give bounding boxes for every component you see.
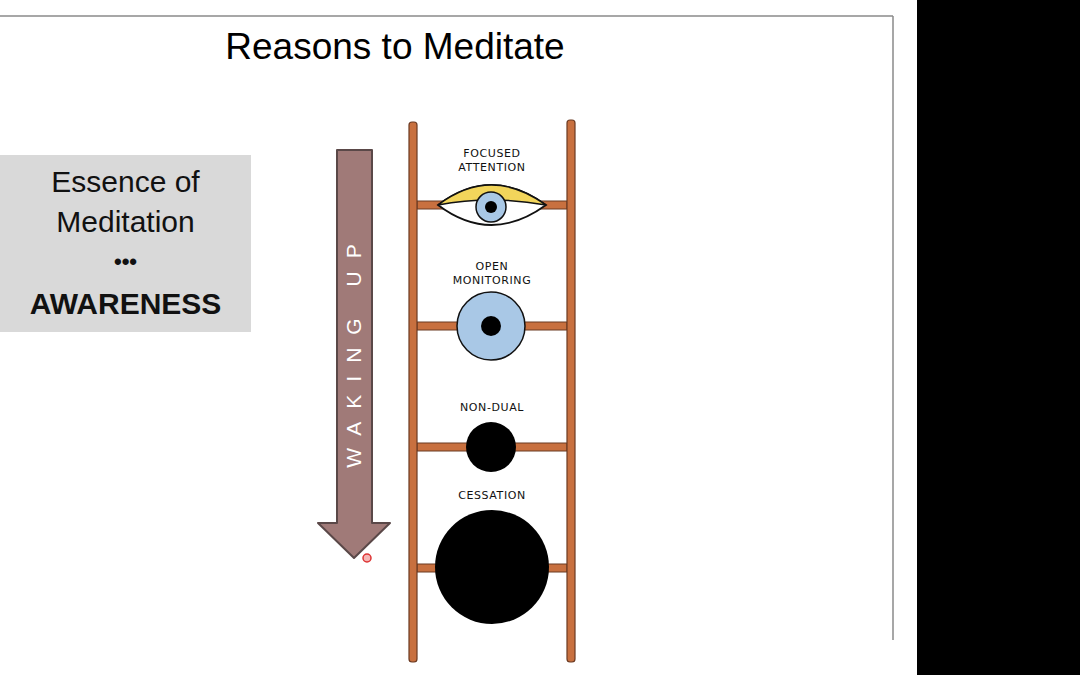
shape-part <box>466 422 516 472</box>
step-label: FOCUSED ATTENTION <box>447 147 537 175</box>
step-label: NON-DUAL <box>440 401 544 415</box>
ladder-rail <box>409 122 417 662</box>
ladder-step: OPEN MONITORING <box>450 258 534 362</box>
box-keyword: AWARENESS <box>0 286 251 322</box>
shape-part <box>438 185 546 225</box>
shape-part <box>318 150 390 558</box>
ellipsis-mark: ••• <box>0 249 251 275</box>
cursor-dot <box>361 552 373 564</box>
black-margin <box>917 0 1080 675</box>
shape-part <box>481 316 501 336</box>
step-label: CESSATION <box>430 489 554 503</box>
arrow-label: WAKING UP <box>342 231 366 480</box>
shape-part <box>485 201 497 213</box>
direction-arrow: WAKING UP <box>316 148 392 562</box>
ladder-step: NON-DUAL <box>440 401 544 476</box>
ladder <box>409 120 575 662</box>
ladder-step: CESSATION <box>430 489 554 629</box>
frame-line <box>0 15 893 17</box>
concept-box: Essence of Meditation ••• AWARENESS <box>0 155 251 332</box>
box-heading: Essence of Meditation <box>0 162 251 242</box>
diagram-title: Reasons to Meditate <box>145 24 645 70</box>
ladder-step: FOCUSED ATTENTION <box>436 145 548 237</box>
step-label: OPEN MONITORING <box>442 260 542 288</box>
ladder-step-outline <box>450 258 534 362</box>
ladder-rail <box>567 120 575 662</box>
frame-line <box>892 16 894 640</box>
shape-part <box>457 292 525 360</box>
ladder-step-outline <box>430 489 554 629</box>
shape-part <box>476 192 506 222</box>
shape-part <box>435 510 549 624</box>
